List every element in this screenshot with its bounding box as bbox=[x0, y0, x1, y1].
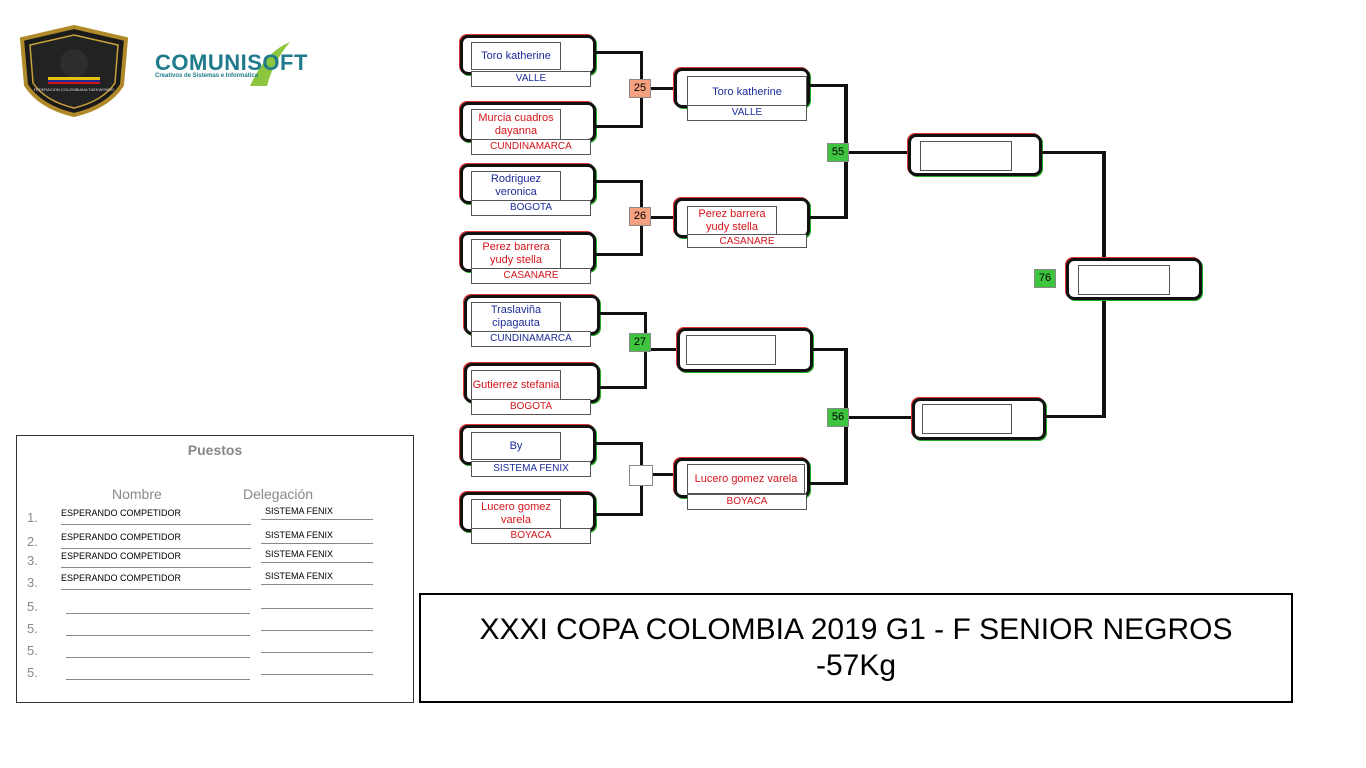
competitor-delegation: CUNDINAMARCA bbox=[471, 139, 591, 155]
event-title: XXXI COPA COLOMBIA 2019 G1 - F SENIOR NE… bbox=[479, 613, 1233, 646]
federation-logo: FEDERACION COLOMBIANA TAEKWONDO bbox=[18, 24, 130, 118]
standing-row: 2. ESPERANDO COMPETIDOR SISTEMA FENIX bbox=[17, 530, 413, 554]
comunisoft-brand: COMUNISOFT bbox=[155, 50, 308, 75]
competitor-name: Toro katherine bbox=[687, 76, 807, 108]
match-number: 76 bbox=[1034, 269, 1056, 288]
competitor-delegation: VALLE bbox=[471, 71, 591, 87]
standing-delegation: SISTEMA FENIX bbox=[261, 549, 373, 563]
standing-name bbox=[66, 641, 250, 658]
standing-position: 3. bbox=[27, 575, 38, 590]
standing-name: ESPERANDO COMPETIDOR bbox=[61, 508, 251, 525]
standing-delegation: SISTEMA FENIX bbox=[261, 506, 373, 520]
standing-position: 5. bbox=[27, 665, 38, 680]
standing-delegation bbox=[261, 595, 373, 609]
competitor-name bbox=[686, 335, 776, 365]
competitor-delegation: CASANARE bbox=[471, 268, 591, 284]
standing-row: 5. bbox=[17, 641, 413, 663]
competitor-name: Murcia cuadros dayanna bbox=[471, 109, 561, 141]
competitor-name: Traslaviña cipagauta bbox=[471, 302, 561, 332]
competitor-name: Rodriguez veronica bbox=[471, 171, 561, 201]
standing-row: 5. bbox=[17, 597, 413, 619]
champion-name-box bbox=[1078, 265, 1170, 295]
match-number: 55 bbox=[827, 143, 849, 162]
winner-name-box bbox=[922, 404, 1012, 434]
standings-title: Puestos bbox=[187, 442, 243, 458]
standing-name bbox=[66, 597, 250, 614]
column-header-delegation: Delegación bbox=[243, 486, 314, 502]
standing-position: 1. bbox=[27, 510, 38, 525]
match-number: 26 bbox=[629, 207, 651, 226]
competitor-delegation: CUNDINAMARCA bbox=[471, 331, 591, 347]
competitor-delegation: CASANARE bbox=[687, 234, 807, 248]
standing-position: 5. bbox=[27, 599, 38, 614]
standing-row: 5. bbox=[17, 619, 413, 641]
competitor-name: Toro katherine bbox=[471, 42, 561, 70]
competitor-name: Perez barrera yudy stella bbox=[687, 206, 777, 236]
comunisoft-tagline: Creativos de Sistemas e Informática bbox=[155, 73, 259, 79]
standing-name bbox=[66, 663, 250, 680]
competitor-name: Perez barrera yudy stella bbox=[471, 239, 561, 269]
standing-delegation bbox=[261, 639, 373, 653]
standing-row: 5. bbox=[17, 663, 413, 685]
standing-delegation bbox=[261, 661, 373, 675]
standing-row: 3. ESPERANDO COMPETIDOR SISTEMA FENIX bbox=[17, 549, 413, 573]
standing-name: ESPERANDO COMPETIDOR bbox=[61, 573, 251, 590]
competitor-delegation: BOGOTA bbox=[471, 399, 591, 415]
competitor-name: Lucero gomez varela bbox=[687, 464, 805, 494]
standing-position: 5. bbox=[27, 643, 38, 658]
competitor-name: Gutierrez stefania bbox=[471, 370, 561, 400]
standing-name: ESPERANDO COMPETIDOR bbox=[61, 532, 251, 549]
competitor-delegation: SISTEMA FENIX bbox=[471, 461, 591, 477]
standing-delegation: SISTEMA FENIX bbox=[261, 571, 373, 585]
comunisoft-logo: COMUNISOFT Creativos de Sistemas e Infor… bbox=[155, 42, 330, 88]
competitor-delegation: BOGOTA bbox=[471, 200, 591, 216]
standing-row: 1. ESPERANDO COMPETIDOR SISTEMA FENIX bbox=[17, 506, 413, 530]
match-number: 25 bbox=[629, 79, 651, 98]
match-number bbox=[629, 465, 653, 486]
competitor-name: By bbox=[471, 432, 561, 460]
standing-row: 3. ESPERANDO COMPETIDOR SISTEMA FENIX bbox=[17, 571, 413, 595]
match-number: 56 bbox=[827, 408, 849, 427]
event-title-box: XXXI COPA COLOMBIA 2019 G1 - F SENIOR NE… bbox=[419, 593, 1293, 703]
competitor-delegation: VALLE bbox=[687, 105, 807, 121]
standing-name: ESPERANDO COMPETIDOR bbox=[61, 551, 251, 568]
competitor-delegation: BOYACA bbox=[687, 494, 807, 510]
standing-delegation bbox=[261, 617, 373, 631]
standing-position: 5. bbox=[27, 621, 38, 636]
standing-name bbox=[66, 619, 250, 636]
standing-position: 2. bbox=[27, 534, 38, 549]
standings-panel: Puestos Nombre Delegación 1. ESPERANDO C… bbox=[16, 435, 414, 703]
standing-delegation: SISTEMA FENIX bbox=[261, 530, 373, 544]
competitor-delegation: BOYACA bbox=[471, 528, 591, 544]
federation-logo-text: FEDERACION COLOMBIANA TAEKWONDO bbox=[34, 87, 115, 92]
match-number: 27 bbox=[629, 333, 651, 352]
event-weight-class: -57Kg bbox=[815, 649, 897, 682]
column-header-name: Nombre bbox=[112, 486, 162, 502]
standing-position: 3. bbox=[27, 553, 38, 568]
competitor-name: Lucero gomez varela bbox=[471, 499, 561, 529]
winner-name-box bbox=[920, 141, 1012, 171]
